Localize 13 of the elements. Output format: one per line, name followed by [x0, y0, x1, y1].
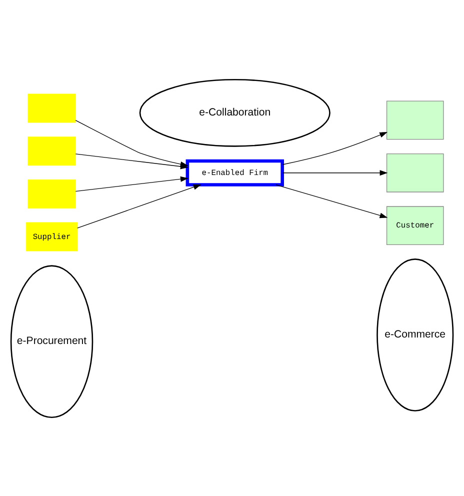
- arrow: [77, 184, 202, 228]
- node-ellipse: e-Procurement: [10, 264, 94, 418]
- arrow: [282, 170, 388, 176]
- node-box: [386, 100, 444, 140]
- node-box: [28, 178, 76, 208]
- node-ellipse: e-Collaboration: [139, 78, 330, 146]
- arrow: [282, 131, 388, 164]
- node-box: [28, 93, 76, 122]
- node-ellipse: e-Commerce: [376, 258, 454, 411]
- node-box: [28, 136, 76, 166]
- node-box: [386, 152, 444, 192]
- arrow: [75, 176, 188, 192]
- arrow: [276, 184, 388, 218]
